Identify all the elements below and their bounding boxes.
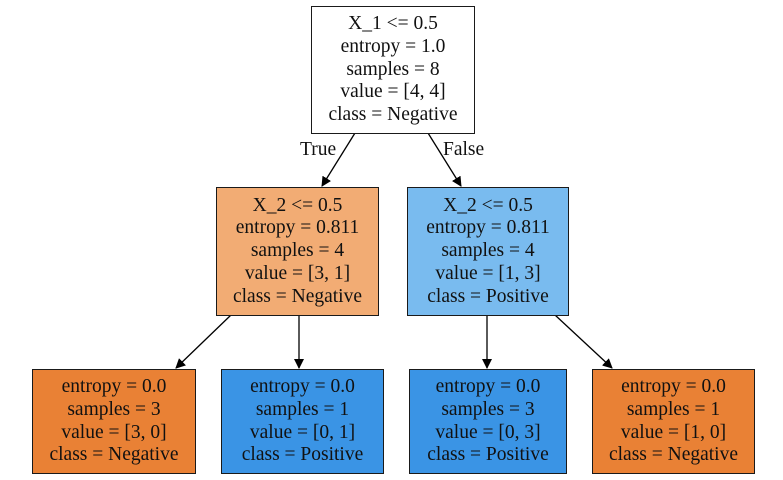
edge-root-left xyxy=(321,132,356,187)
node-line: entropy = 0.811 xyxy=(235,217,360,239)
edge-label-true: True xyxy=(300,139,337,160)
edge-root-right xyxy=(427,132,462,187)
node-line: entropy = 0.811 xyxy=(426,217,550,239)
edge-label-false: False xyxy=(443,139,485,160)
node-line: samples = 3 xyxy=(67,398,161,420)
node-line: value = [4, 4] xyxy=(340,81,446,103)
node-line: entropy = 0.0 xyxy=(435,375,541,397)
node-line: class = Positive xyxy=(427,444,549,466)
node-line: value = [1, 3] xyxy=(435,262,541,284)
edge-left-leftleft xyxy=(175,314,232,369)
node-line: entropy = 1.0 xyxy=(340,35,446,57)
node-line: samples = 8 xyxy=(346,58,440,80)
node-line: samples = 4 xyxy=(250,240,345,262)
node-line: samples = 1 xyxy=(255,398,350,420)
node-line: samples = 1 xyxy=(626,398,721,420)
node-line: class = Negative xyxy=(608,444,739,466)
node-line: value = [0, 1] xyxy=(249,421,356,443)
node-line: value = [3, 0] xyxy=(61,421,167,443)
node-line: class = Negative xyxy=(49,444,179,466)
node-line: value = [1, 0] xyxy=(620,421,727,443)
node-line: entropy = 0.0 xyxy=(61,375,167,397)
node-line: X_2 <= 0.5 xyxy=(252,194,343,216)
node-line: class = Negative xyxy=(232,285,363,307)
node-line: samples = 3 xyxy=(441,398,535,420)
node-line: class = Positive xyxy=(427,285,549,307)
node-line: samples = 4 xyxy=(441,240,535,262)
node-line: class = Negative xyxy=(328,104,458,126)
node-line: class = Positive xyxy=(241,444,364,466)
node-line: value = [0, 3] xyxy=(435,421,541,443)
node-line: value = [3, 1] xyxy=(244,262,351,284)
edge-right-rightright xyxy=(554,314,613,369)
node-line: X_2 <= 0.5 xyxy=(443,194,533,216)
node-line: entropy = 0.0 xyxy=(621,375,726,397)
node-line: entropy = 0.0 xyxy=(250,375,355,397)
node-line: X_1 <= 0.5 xyxy=(348,13,438,34)
